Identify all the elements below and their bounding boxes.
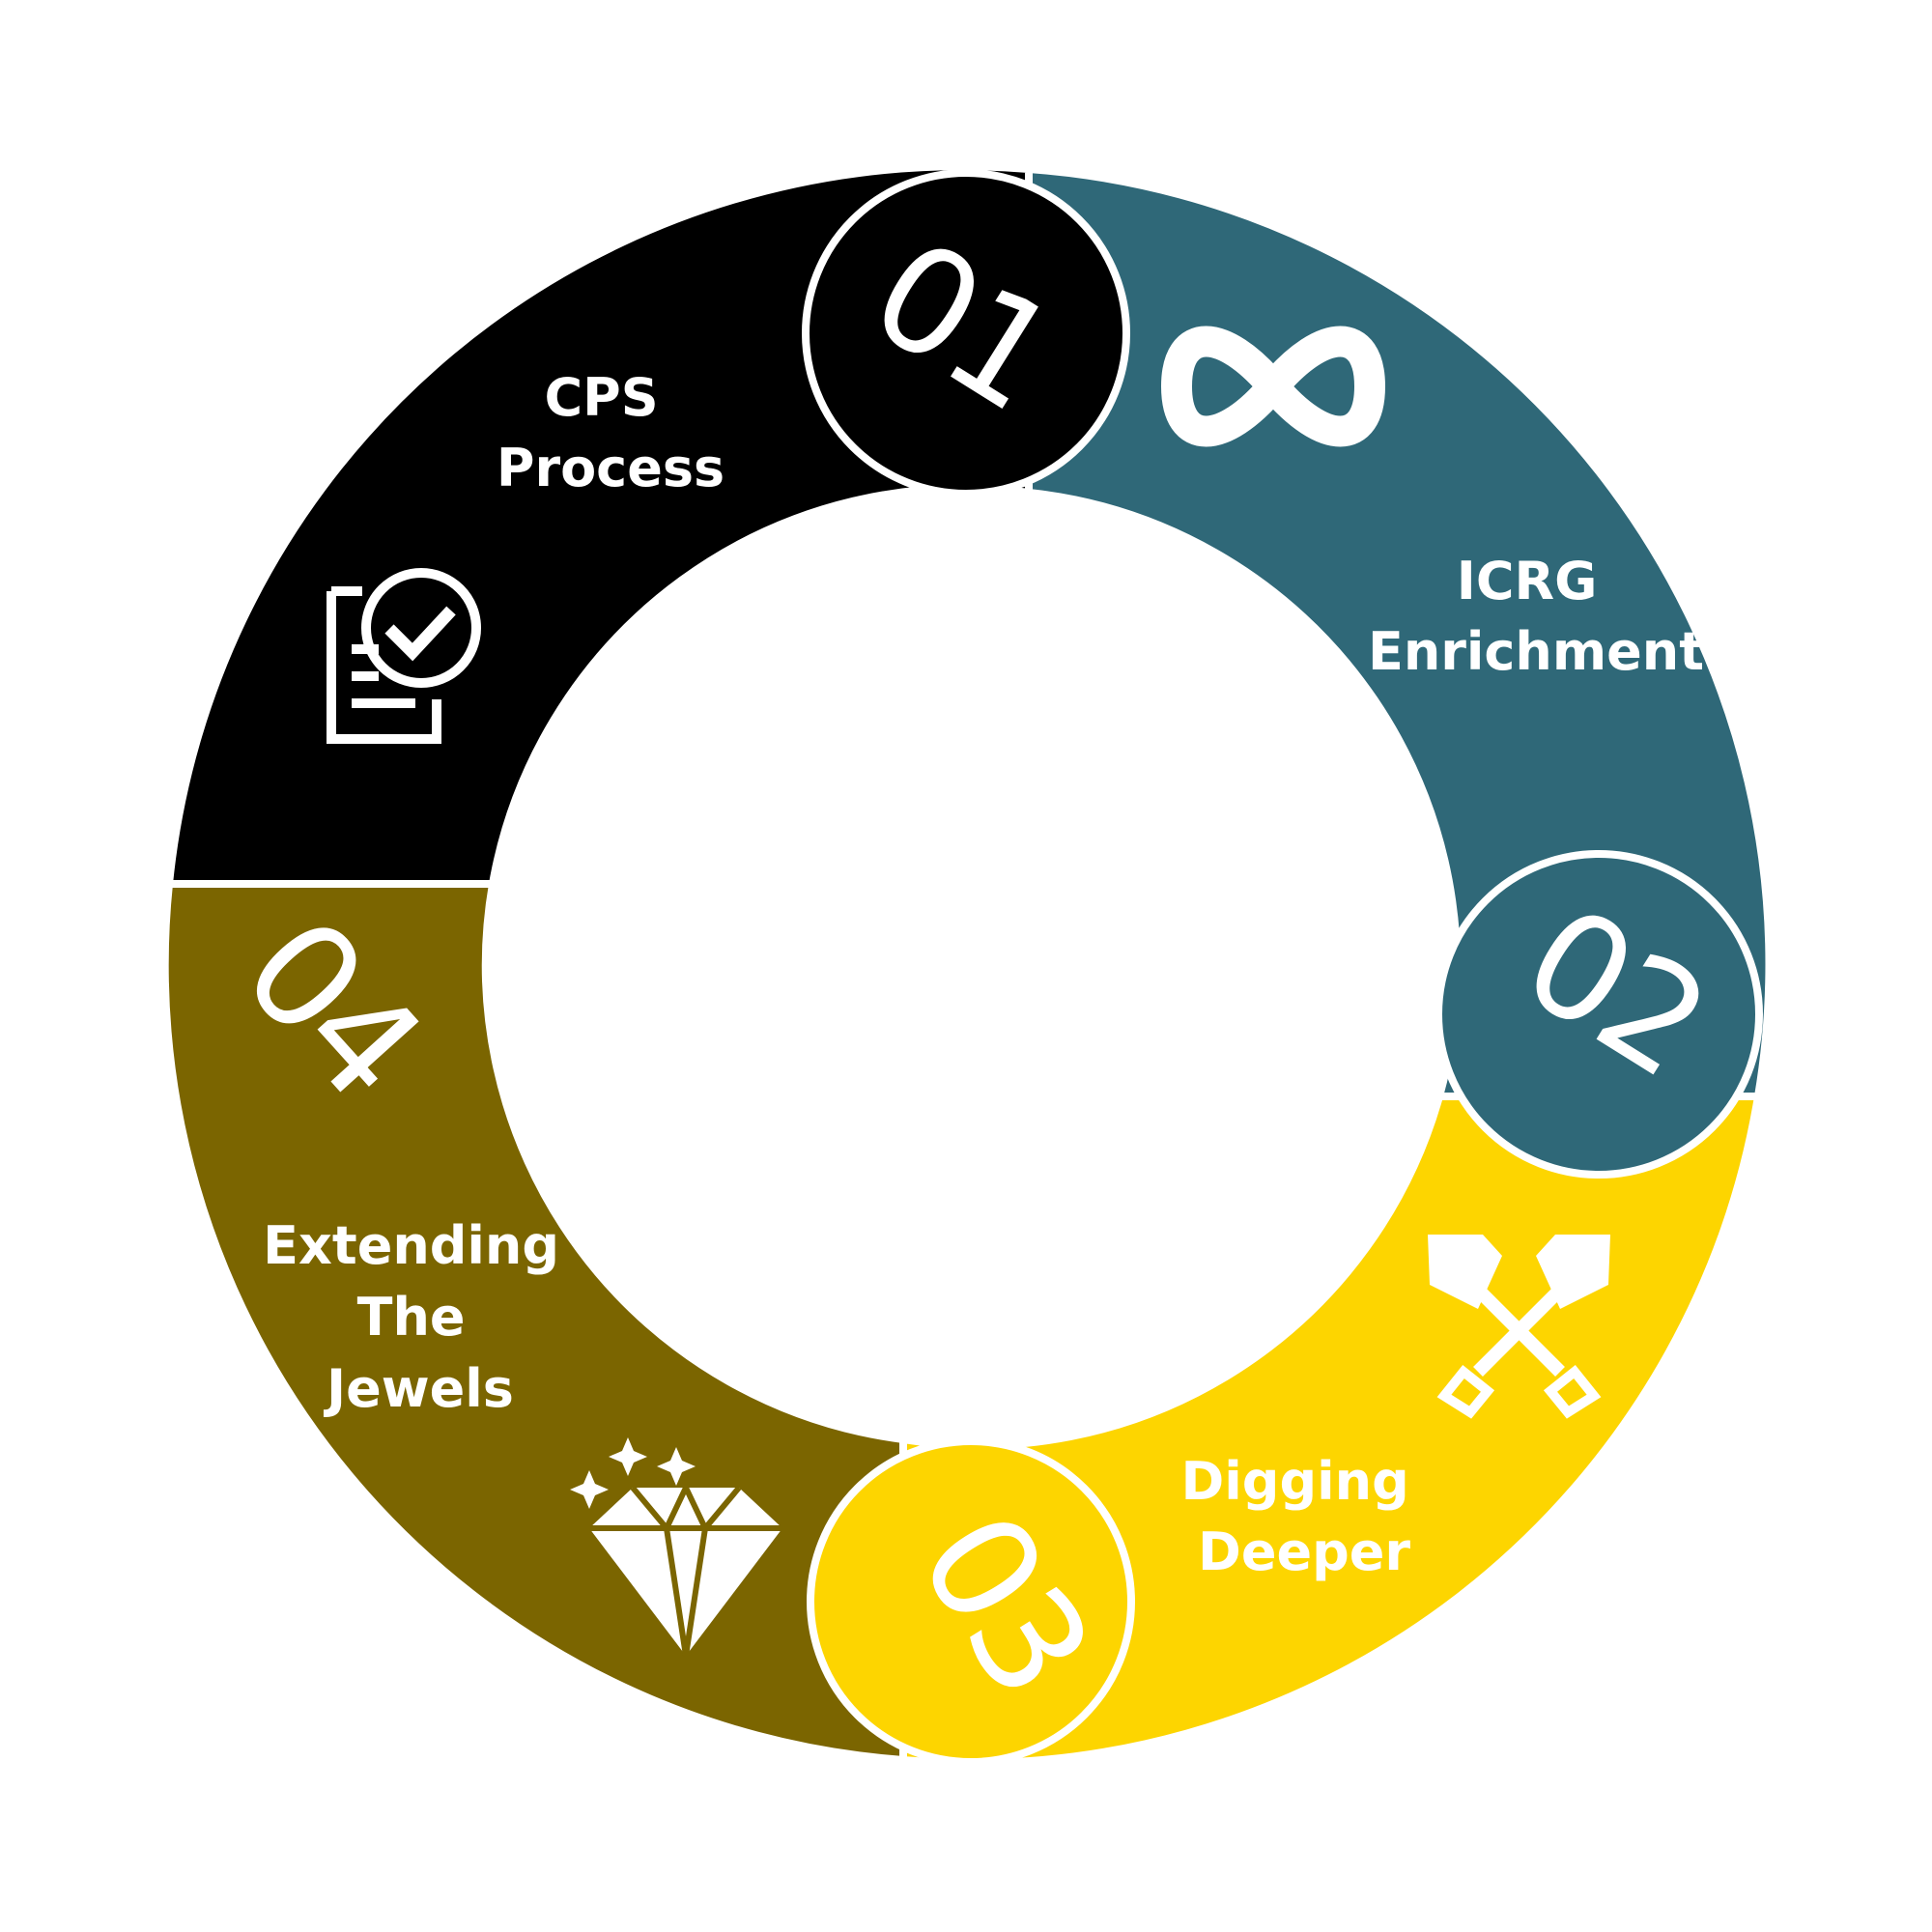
segment-01-label-line: CPS [545,367,659,428]
segment-01-cap [802,169,1130,497]
segment-02-cap [1435,850,1763,1179]
segment-04-label-line: Jewels [323,1358,514,1419]
segment-03-label-line: Deeper [1198,1521,1410,1582]
crossed-shovels-icon [1428,1235,1610,1419]
segment-03-cap [807,1437,1135,1766]
segment-04-label-line: The [357,1287,466,1348]
segment-01-label-line: Process [497,438,724,498]
segment-04-label-line: Extending [263,1215,559,1276]
segment-04-label: Extending The Jewels [263,1215,578,1419]
segment-03-label-line: Digging [1180,1451,1408,1512]
infinity-icon [1160,326,1386,447]
segment-02-label-line: ICRG [1457,551,1598,611]
segment-02-label: ICRG Enrichment [1368,551,1704,682]
document-check-icon [327,568,481,744]
segment-01-label: CPS Process [497,367,724,498]
segment-02-label-line: Enrichment [1368,621,1704,682]
segment-03-label: Digging Deeper [1180,1451,1427,1582]
diamond-icon [570,1437,782,1657]
